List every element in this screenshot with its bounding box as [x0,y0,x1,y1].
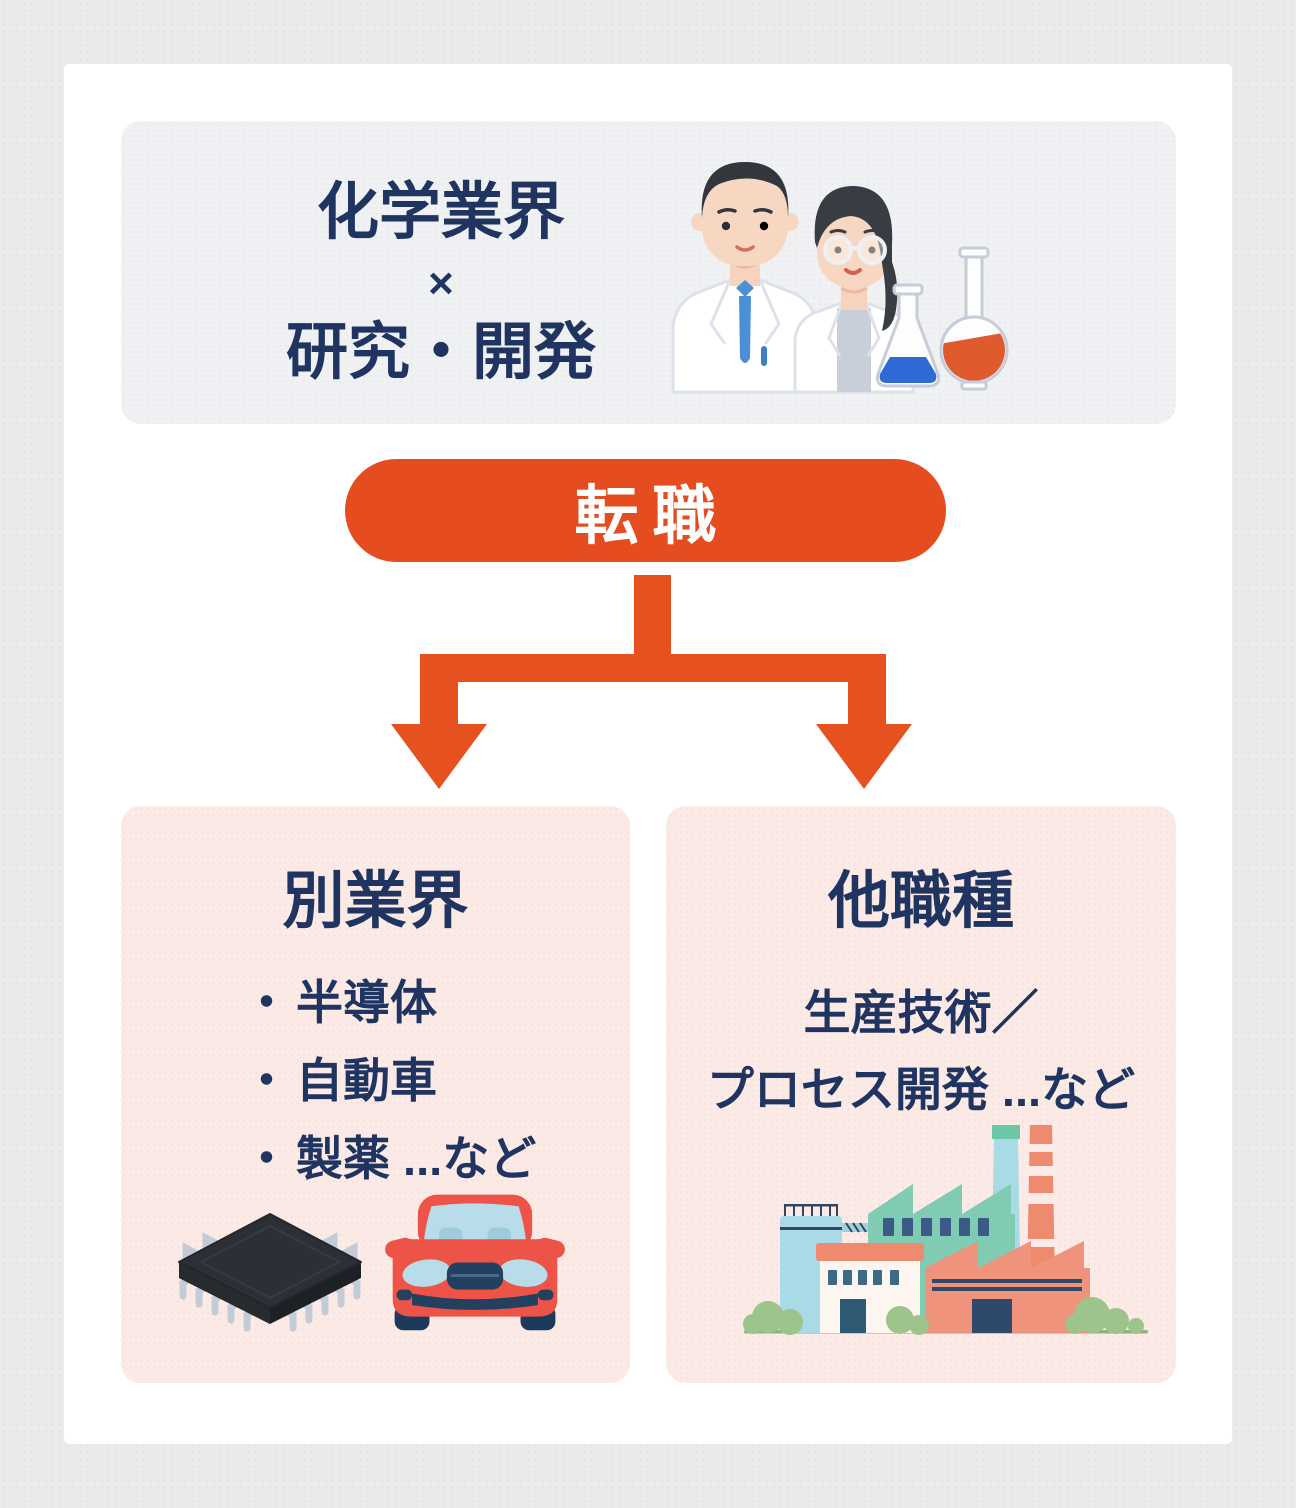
tenshoku-badge: 転職 [345,459,946,562]
branch-box-other-role: 他職種 生産技術／ プロセス開発 ...など [666,806,1176,1383]
microchip-icon [178,1213,362,1332]
bullet-icon: ・ [243,1054,290,1107]
source-box: 化学業界 × 研究・開発 [121,121,1176,424]
list-item-label: 自動車 [296,1054,437,1107]
left-box-title: 別業界 [282,867,469,936]
role-description: 生産技術／ プロセス開発 ...など [666,974,1176,1128]
tenshoku-label: 転職 [574,479,731,552]
factory-icon [743,1125,1148,1335]
list-item: ・ 製薬 ...など [243,1120,536,1198]
industry-list: ・ 半導体 ・ 自動車 ・ 製薬 ...など [243,964,536,1198]
right-box-title: 他職種 [827,867,1014,936]
scientists-illustration [671,162,1009,394]
list-item: ・ 自動車 [243,1042,536,1120]
list-item: ・ 半導体 [243,964,536,1042]
industry-label: 化学業界 [316,178,565,247]
branch-arrows-icon [391,575,912,789]
bullet-icon: ・ [243,1132,290,1185]
cross-symbol: × [428,259,454,308]
role-description-line: プロセス開発 ...など [706,1063,1136,1116]
branch-box-other-industry: 別業界 ・ 半導体 ・ 自動車 ・ 製薬 ...など [121,806,630,1383]
content-card: 化学業界 × 研究・開発 [64,64,1232,1444]
role-description-line: 生産技術／ [803,986,1039,1039]
list-item-label: 半導体 [296,976,437,1029]
role-label: 研究・開発 [285,318,596,387]
list-item-label: 製薬 ...など [296,1132,537,1185]
bullet-icon: ・ [243,976,290,1029]
red-car-icon [385,1194,565,1331]
source-text-block: 化学業界 × 研究・開発 [131,179,751,387]
